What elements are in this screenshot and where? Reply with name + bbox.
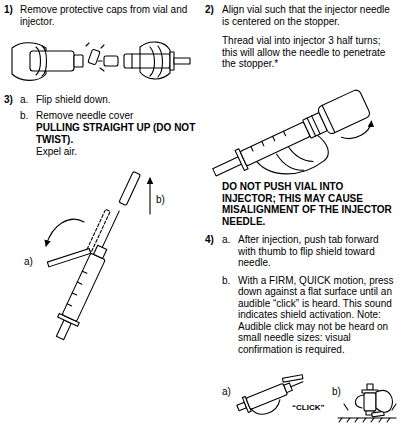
sound-label: “CLICK” <box>292 403 324 412</box>
cap-removal-figure <box>12 42 190 80</box>
instruction-text: After injection, push tab forward with t… <box>238 234 398 269</box>
instruction-text: Thread vial into injector 3 half turns; … <box>222 35 398 70</box>
instruction-text: Align vial such that the injector needle… <box>222 4 398 27</box>
step-number: 1) <box>4 4 13 16</box>
instruction-text: With a FIRM, QUICK motion, press down ag… <box>238 275 398 356</box>
needle-uncover-figure <box>21 155 150 343</box>
instruction-text: Remove protective caps from vial and inj… <box>20 4 198 27</box>
instruction-text: Expel air. <box>36 146 196 158</box>
step-number: 2) <box>205 4 214 16</box>
sub-step-letter: b. <box>222 275 230 287</box>
sub-step-letter: a. <box>222 234 230 246</box>
figure-label: b) <box>156 194 165 206</box>
sub-step-letter: b. <box>20 110 28 122</box>
sub-step-letter: a. <box>20 94 28 106</box>
warning-text: DO NOT PUSH VIAL INTO INJECTOR; THIS MAY… <box>222 181 398 227</box>
step-number: 4) <box>205 234 214 246</box>
warning-text: PULLING STRAIGHT UP (DO NOT TWIST). <box>36 122 196 145</box>
figure-label: a) <box>222 386 231 398</box>
instruction-text: Flip shield down. <box>36 94 196 106</box>
shield-flip-figure <box>234 371 311 423</box>
instruction-text: Remove needle cover <box>36 110 196 122</box>
figure-label: b) <box>332 386 341 398</box>
step-number: 3) <box>4 94 13 106</box>
surface-press-figure <box>338 384 396 422</box>
figure-label: a) <box>24 256 33 268</box>
